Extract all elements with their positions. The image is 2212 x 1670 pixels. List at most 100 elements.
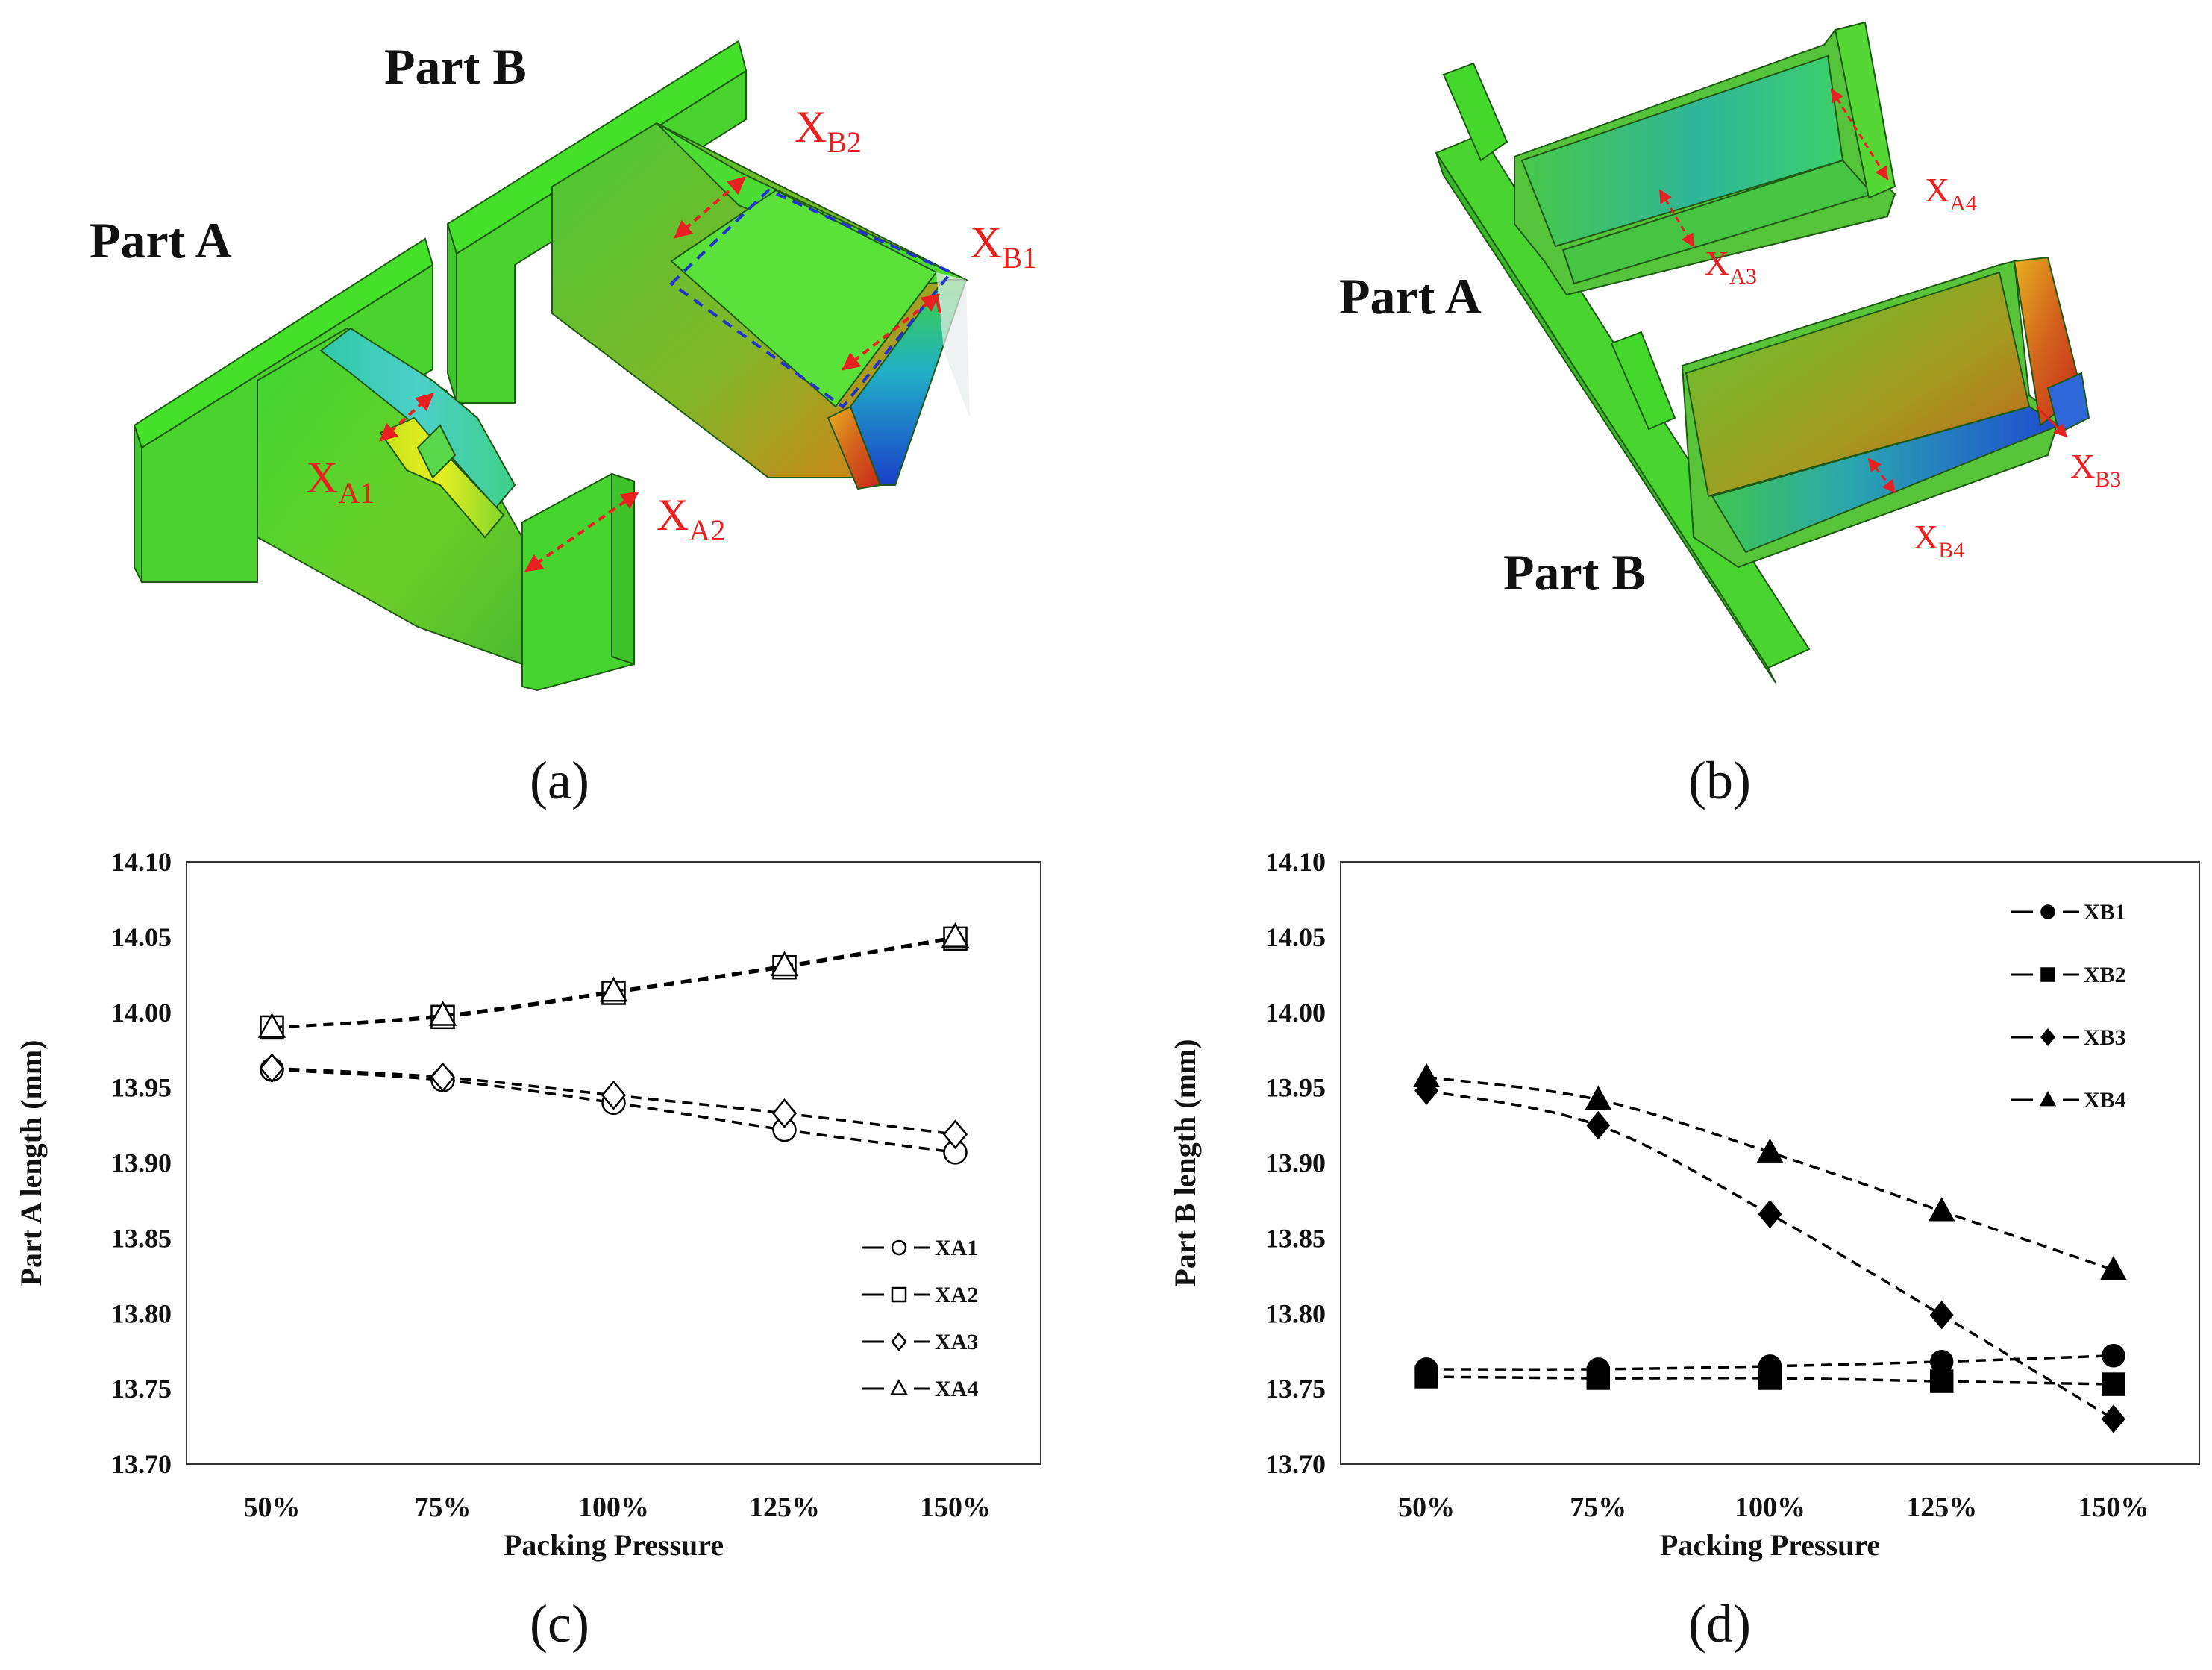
- y-tick-label: 13.70: [111, 1449, 172, 1479]
- series-XB3: [1414, 1076, 2125, 1433]
- series-XA3: [259, 1053, 968, 1150]
- data-point-XA4-125%: [770, 951, 799, 977]
- y-tick-label: 14.10: [1265, 847, 1326, 877]
- data-point-XA4-100%: [599, 976, 628, 1002]
- data-point-XA4-75%: [428, 1000, 457, 1026]
- legend-marker-XB4: [2039, 1091, 2057, 1107]
- x-tick-label: 150%: [2078, 1492, 2149, 1523]
- legend-label-XB1: XB1: [2084, 900, 2126, 925]
- y-tick-label: 13.75: [111, 1374, 172, 1404]
- legend-marker-XB1: [2040, 904, 2055, 919]
- legend-label-XA1: XA1: [935, 1236, 978, 1260]
- y-tick-label: 13.90: [1265, 1148, 1326, 1178]
- panel-b-drawing: Part A Part B XA4 XA3 XB3 XB4: [1339, 21, 2121, 684]
- x-axis-label: Packing Pressure: [504, 1528, 724, 1562]
- data-point-XA3-50%: [259, 1053, 285, 1083]
- data-point-XB2-75%: [1586, 1366, 1611, 1390]
- chart-part-b-length: 13.70 13.75 13.80 13.85 13.90 13.95 14.00 14.05…: [1168, 847, 2200, 1562]
- series-XA4: [257, 922, 970, 1038]
- series-XB2: [1414, 1365, 2125, 1396]
- xa4-label: XA4: [1925, 171, 1977, 216]
- legend-label-XB2: XB2: [2084, 963, 2126, 987]
- x-tick-label: 125%: [749, 1492, 820, 1523]
- y-tick-label: 14.05: [1265, 922, 1326, 952]
- legend-label-XB3: XB3: [2084, 1025, 2126, 1050]
- data-point-XB1-150%: [2102, 1343, 2125, 1368]
- x-tick-label: 150%: [920, 1492, 991, 1523]
- y-tick-label: 14.10: [111, 847, 172, 877]
- data-point-XB3-75%: [1586, 1110, 1611, 1140]
- data-point-XB3-100%: [1758, 1199, 1782, 1229]
- legend-marker-XB2: [2040, 967, 2055, 982]
- panel-a-caption: (a): [530, 751, 589, 810]
- series-line-XA3: [272, 1066, 956, 1136]
- xb1-label: XB1: [970, 218, 1037, 275]
- y-axis-label: Part B length (mm): [1168, 1039, 1202, 1286]
- panel-b-caption: (b): [1688, 751, 1751, 810]
- y-tick-label: 13.90: [111, 1148, 172, 1178]
- data-point-XB3-150%: [2101, 1404, 2125, 1433]
- x-tick-label: 75%: [415, 1492, 471, 1523]
- panel-a-part-b-label: Part B: [384, 38, 527, 95]
- xa3-label: XA3: [1705, 244, 1757, 289]
- data-point-XB4-125%: [1928, 1197, 1955, 1222]
- y-tick-label: 13.75: [1265, 1374, 1326, 1404]
- x-axis-label: Packing Pressure: [1660, 1528, 1880, 1562]
- xb3-label: XB3: [2070, 447, 2121, 492]
- data-point-XB4-75%: [1585, 1085, 1612, 1110]
- data-point-XA3-100%: [601, 1080, 627, 1110]
- y-tick-label: 13.80: [111, 1298, 172, 1328]
- panel-a-drawing: Part A Part B XA1 XA2 XB1 XB2: [90, 38, 1037, 692]
- y-tick-label: 14.05: [111, 922, 172, 952]
- data-point-XB4-100%: [1756, 1138, 1784, 1163]
- y-tick-label: 14.00: [111, 998, 172, 1028]
- y-axis-label: Part A length (mm): [14, 1040, 48, 1286]
- legend-label-XA2: XA2: [935, 1283, 978, 1307]
- legend-label-XB4: XB4: [2084, 1088, 2126, 1113]
- x-tick-label: 100%: [1735, 1492, 1805, 1523]
- y-tick-label: 14.00: [1265, 998, 1326, 1028]
- panel-b-part-b-label: Part B: [1503, 544, 1646, 601]
- data-point-XA4-150%: [941, 922, 970, 948]
- chart-part-a-length: 13.70 13.75 13.80 13.85 13.90 13.95 14.00 14.05…: [14, 847, 1041, 1562]
- legend-label-XA4: XA4: [935, 1377, 978, 1401]
- y-tick-label: 13.70: [1265, 1449, 1326, 1479]
- x-tick-label: 50%: [244, 1492, 301, 1523]
- x-tick-label: 75%: [1570, 1492, 1626, 1523]
- y-tick-label: 13.95: [1265, 1073, 1326, 1103]
- panel-b-part-a-label: Part A: [1339, 268, 1482, 325]
- legend-marker-XB3: [2040, 1028, 2055, 1046]
- y-tick-label: 13.85: [1265, 1223, 1326, 1253]
- y-tick-label: 13.95: [111, 1073, 172, 1103]
- series-XB4: [1413, 1063, 2127, 1280]
- y-tick-label: 13.85: [111, 1223, 172, 1253]
- panel-d-caption: (d): [1688, 1594, 1751, 1654]
- plot-area: [186, 861, 1041, 1465]
- data-point-XB3-125%: [1929, 1301, 1954, 1330]
- data-point-XB4-150%: [2100, 1255, 2127, 1280]
- legend-marker-XA2: [891, 1286, 907, 1303]
- legend-label-XA3: XA3: [935, 1330, 978, 1354]
- data-point-XA3-150%: [942, 1119, 968, 1150]
- y-tick-label: 13.80: [1265, 1298, 1326, 1328]
- data-point-XA3-75%: [430, 1062, 456, 1092]
- panel-c-caption: (c): [530, 1594, 589, 1654]
- data-point-XA4-50%: [257, 1013, 286, 1038]
- data-point-XB4-50%: [1413, 1063, 1440, 1088]
- data-point-XB2-125%: [1929, 1369, 1954, 1393]
- legend-marker-XA1: [891, 1239, 907, 1256]
- panel-a-part-a-label: Part A: [90, 212, 232, 269]
- xa1-label: XA1: [306, 453, 375, 510]
- x-tick-label: 100%: [578, 1492, 649, 1523]
- xa2-label: XA2: [657, 490, 725, 547]
- data-point-XB2-100%: [1758, 1366, 1782, 1390]
- x-tick-label: 125%: [1906, 1492, 1977, 1523]
- data-point-XA3-125%: [771, 1098, 798, 1128]
- legend-marker-XA4: [889, 1379, 909, 1395]
- data-point-XB2-50%: [1414, 1365, 1438, 1389]
- data-point-XB2-150%: [2102, 1372, 2125, 1396]
- xb2-label: XB2: [795, 102, 862, 159]
